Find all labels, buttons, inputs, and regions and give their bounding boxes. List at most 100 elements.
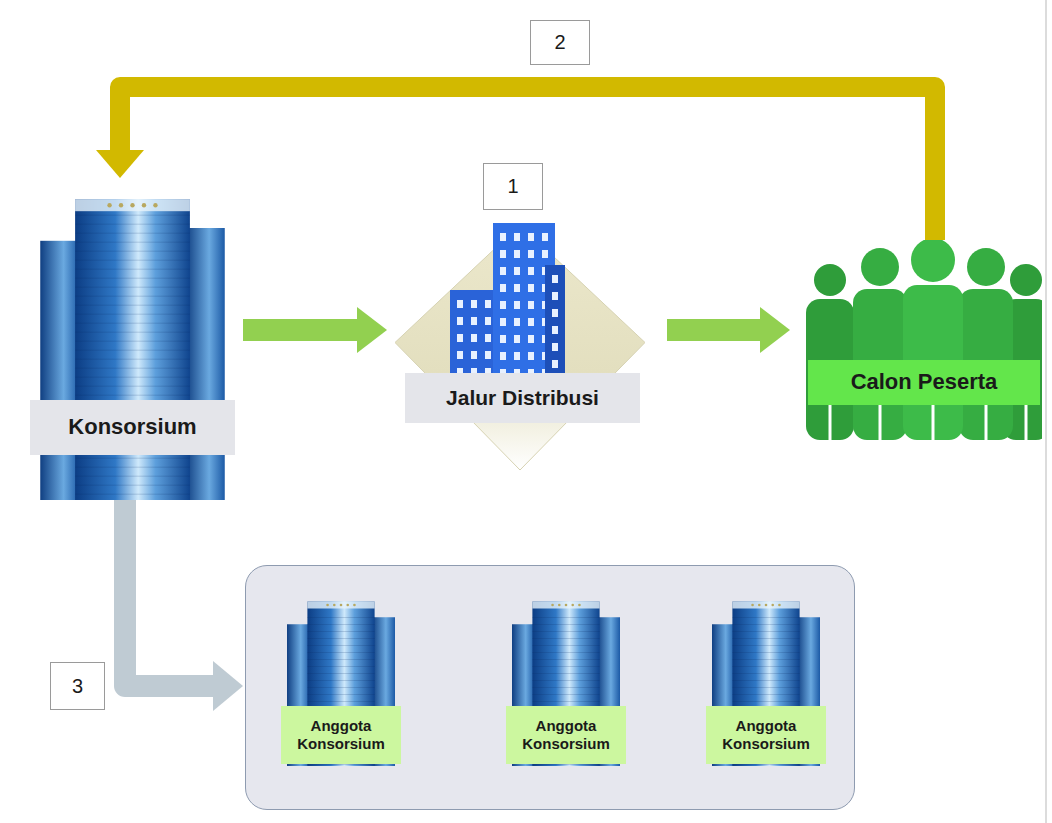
callout-number: 1 [483,163,543,210]
tower-floor [732,645,799,646]
tower-floor [532,701,599,702]
tower-floor [732,638,799,639]
tower-floor [75,269,190,270]
office-window [542,250,548,258]
tower-floor [75,242,190,243]
office-window [471,317,477,325]
office-window [500,301,506,309]
tower-star [353,604,356,607]
tower-floor [732,624,799,625]
person-legs [829,400,832,440]
tower-star [771,604,774,607]
office-window [514,335,520,343]
tower-floor [532,764,599,765]
tower-floor [307,764,374,765]
node-label: Jalur Distribusi [405,373,640,423]
tower-star [119,203,123,207]
tower-floor [307,624,374,625]
tower-star [551,604,554,607]
tower-wing [40,241,79,500]
page-rule [1045,0,1047,823]
tower-floor [732,617,799,618]
person-head [861,248,899,286]
office-window [500,250,506,258]
tower-floor [75,305,190,306]
office-window [500,335,506,343]
callout-number: 2 [530,20,590,65]
office-window [514,284,520,292]
office-window [457,334,463,342]
tower-star [571,604,574,607]
tower-star [340,604,343,607]
tower-floor [307,645,374,646]
office-window [485,351,491,359]
tower-floor [75,260,190,261]
office-window [457,351,463,359]
node-label: Anggota Konsorsium [506,706,626,764]
office-window [500,233,506,241]
office-window [514,267,520,275]
office-window [528,284,534,292]
tower-star [142,203,146,207]
tower-floor [75,395,190,396]
member-node: Anggota Konsorsium [506,591,626,766]
tower-floor [732,652,799,653]
office-window [457,300,463,308]
person-head [814,264,846,296]
tower-floor [307,666,374,667]
tower-star [107,203,111,207]
tower-floor [75,494,190,495]
tower-floor [75,377,190,378]
tower-star [153,203,157,207]
office-window [552,343,558,351]
tower-floor [732,673,799,674]
node-label: Konsorsium [30,400,235,455]
consortium-node: Konsorsium [30,180,235,500]
office-window [485,317,491,325]
tower-floor [75,287,190,288]
tower-cap [732,602,799,609]
tower-floor [532,645,599,646]
office-window [471,351,477,359]
office-window [500,267,506,275]
tower-cap [532,602,599,609]
office-window [500,284,506,292]
flow-arrow [243,319,357,341]
tower-floor [307,631,374,632]
person-legs [932,400,935,440]
tower-cap [307,602,374,609]
tower-floor [532,631,599,632]
tower-star [751,604,754,607]
tower-floor [732,680,799,681]
office-window [528,352,534,360]
office-window [514,233,520,241]
person-head [967,248,1005,286]
tower-star [758,604,761,607]
tower-floor [307,673,374,674]
tower-floor [75,224,190,225]
tower-floor [532,680,599,681]
node-label: Anggota Konsorsium [706,706,826,764]
node-illustration [800,240,1042,440]
tower-floor [75,350,190,351]
tower-floor [732,659,799,660]
tower-floor [532,687,599,688]
tower-floor [307,638,374,639]
tower-star [130,203,134,207]
office-window [552,360,558,368]
tower-star [578,604,581,607]
tower-floor [75,359,190,360]
tower-floor [75,467,190,468]
office-window [542,233,548,241]
office-building [450,290,498,380]
tower-floor [532,624,599,625]
tower-star [765,604,768,607]
tower-star [333,604,336,607]
office-window [485,334,491,342]
tower-floor [75,323,190,324]
tower-floor [732,666,799,667]
flow-arrow [120,87,935,240]
tower-floor [75,368,190,369]
office-window [528,250,534,258]
callout-number: 3 [50,662,105,710]
